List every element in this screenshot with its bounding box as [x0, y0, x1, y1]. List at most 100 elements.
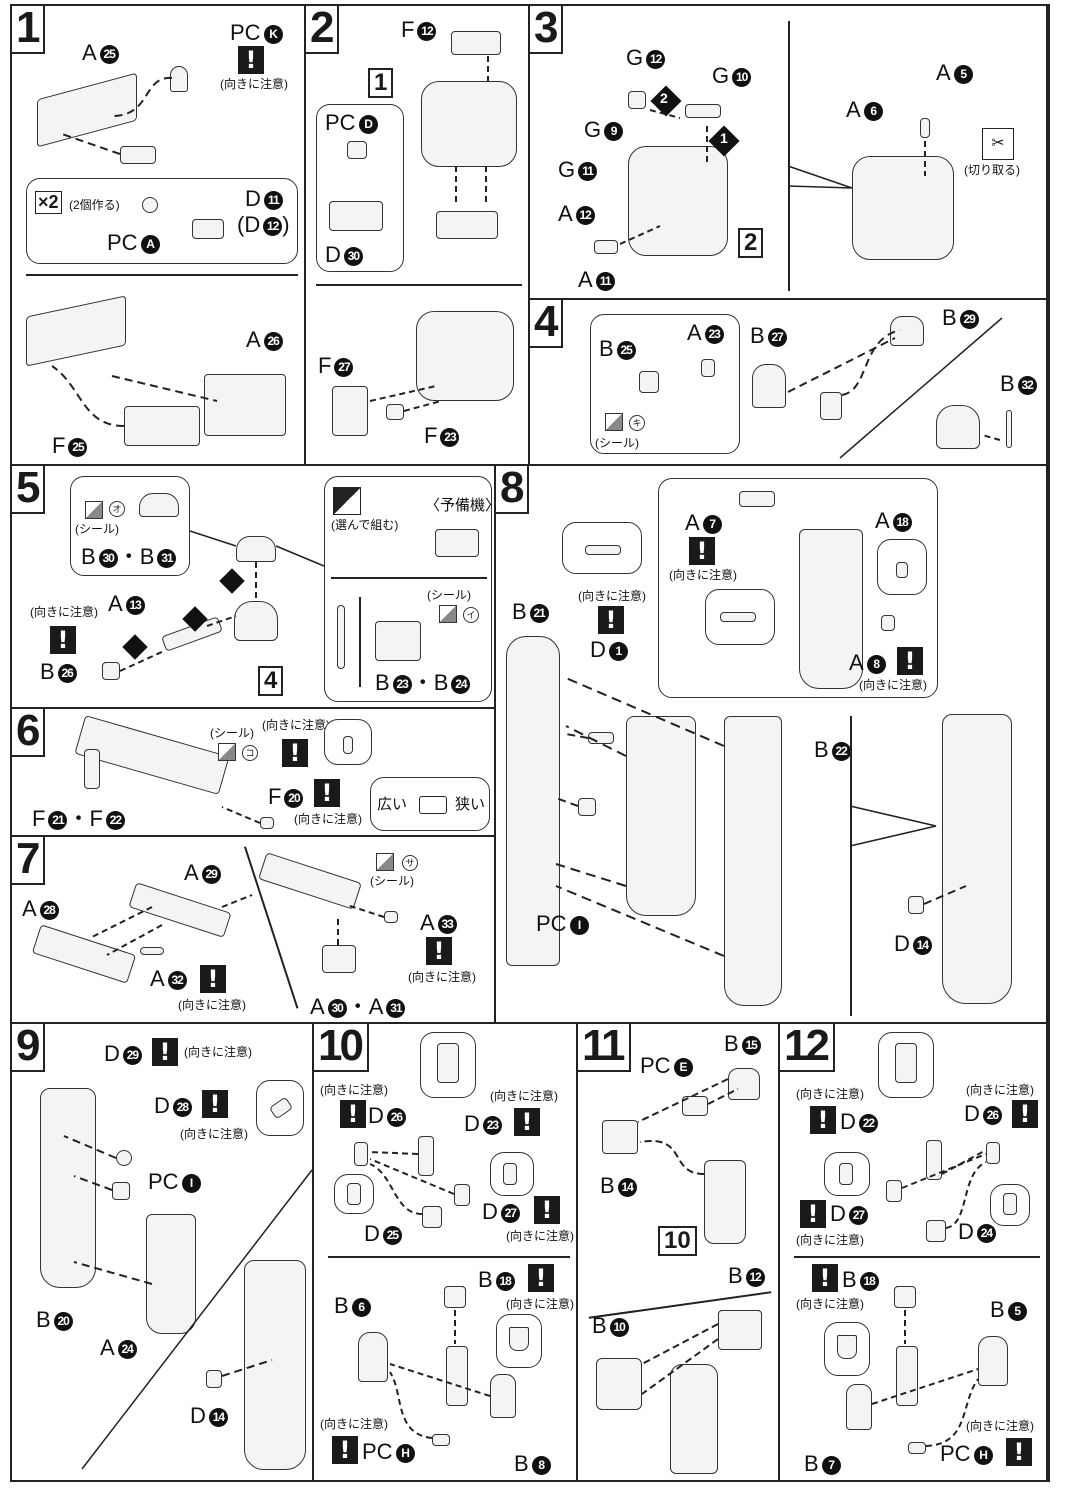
caution-icon: ! [238, 46, 264, 74]
part-b21-illustration [506, 636, 560, 966]
spare-part-illustration [435, 529, 479, 557]
sticker-code: イ [463, 607, 479, 623]
assembled-arm-illustration [446, 1346, 468, 1406]
part-pch-illustration [432, 1434, 450, 1446]
caution-icon: ! [800, 1200, 826, 1228]
part-detail-illustration [347, 1183, 361, 1205]
detail-bubble [824, 1322, 870, 1376]
caution-icon: ! [200, 965, 226, 993]
part-a8-illustration [881, 615, 895, 631]
part-a30-illustration [322, 945, 356, 973]
caution-icon: ! [534, 1196, 560, 1224]
step-number: 2 [306, 6, 340, 54]
caution-note: (向きに注意) [966, 1419, 1034, 1433]
caution-note: (向きに注意) [184, 1045, 252, 1059]
part-b22-illustration [724, 716, 782, 1006]
sticker-code: オ [109, 501, 125, 517]
part-detail-illustration [503, 1163, 517, 1185]
part-a5-illustration [920, 118, 930, 138]
part-b8-illustration [490, 1374, 516, 1418]
caution-icon: ! [598, 606, 624, 634]
part-d28-illustration [116, 1150, 132, 1166]
part-a18-illustration [799, 529, 863, 689]
caution-note: (向きに注意) [320, 1083, 388, 1097]
part-pca-illustration [142, 197, 158, 213]
detail-bubble [705, 589, 775, 645]
assembled-leg-illustration [942, 714, 1012, 1004]
caution-icon: ! [812, 1264, 838, 1292]
spare-label: 〈予備機〉 [425, 497, 496, 514]
caution-icon: ! [426, 937, 452, 965]
sticker-icon [218, 743, 236, 761]
step-number: 1 [12, 6, 46, 54]
caution-note: (向きに注意) [294, 812, 362, 826]
caution-icon: ! [528, 1264, 554, 1292]
detail-bubble [824, 1152, 870, 1196]
caution-icon: ! [314, 779, 340, 807]
step-number: 12 [780, 1024, 835, 1072]
part-f20-illustration [260, 817, 274, 829]
caution-note: (向きに注意) [178, 998, 246, 1012]
assembled-leg-illustration [244, 1260, 306, 1470]
divider [794, 1256, 1040, 1258]
caution-note: (向きに注意) [966, 1083, 1034, 1097]
part-g12-illustration [628, 91, 646, 109]
part-a29-illustration [128, 882, 232, 938]
part-a33-illustration [384, 911, 398, 923]
part-detail-illustration [839, 1163, 853, 1185]
part-d14-illustration [908, 896, 924, 914]
caution-icon: ! [514, 1108, 540, 1136]
part-b25-illustration [639, 371, 659, 393]
caution-icon: ! [897, 647, 923, 675]
caution-icon: ! [332, 1436, 358, 1464]
divider [316, 284, 522, 286]
step-number: 3 [530, 6, 564, 54]
caution-icon: ! [689, 537, 715, 565]
part-detail-illustration [268, 1096, 294, 1120]
part-b30-illustration [139, 493, 179, 517]
sticker-icon [85, 501, 103, 519]
width-guide-bubble: 広い 狭い [370, 777, 490, 831]
sticker-note: (シール) [370, 874, 414, 888]
detail-bubble [334, 1174, 374, 1214]
detail-bubble [324, 719, 372, 765]
multiplier-badge: ×2 [35, 191, 62, 214]
sticker-icon [605, 413, 623, 431]
assembly-2-illustration [628, 146, 728, 256]
part-b18-illustration [894, 1286, 916, 1308]
divider [850, 716, 852, 1016]
step-number: 8 [496, 466, 530, 514]
step-number: 6 [12, 709, 46, 757]
sticker-icon [376, 853, 394, 871]
caution-note: (向きに注意) [180, 1127, 248, 1141]
caution-note: (向きに注意) [408, 970, 476, 984]
caution-note: (向きに注意) [506, 1229, 574, 1243]
detail-bubble [562, 522, 642, 574]
part-detail-illustration [1003, 1193, 1017, 1215]
caution-icon: ! [340, 1100, 366, 1128]
sticker-code: キ [629, 415, 645, 431]
choose-note: (選んで組む) [331, 518, 399, 532]
part-pcd-illustration [347, 141, 367, 159]
part-a24-illustration [146, 1214, 196, 1334]
